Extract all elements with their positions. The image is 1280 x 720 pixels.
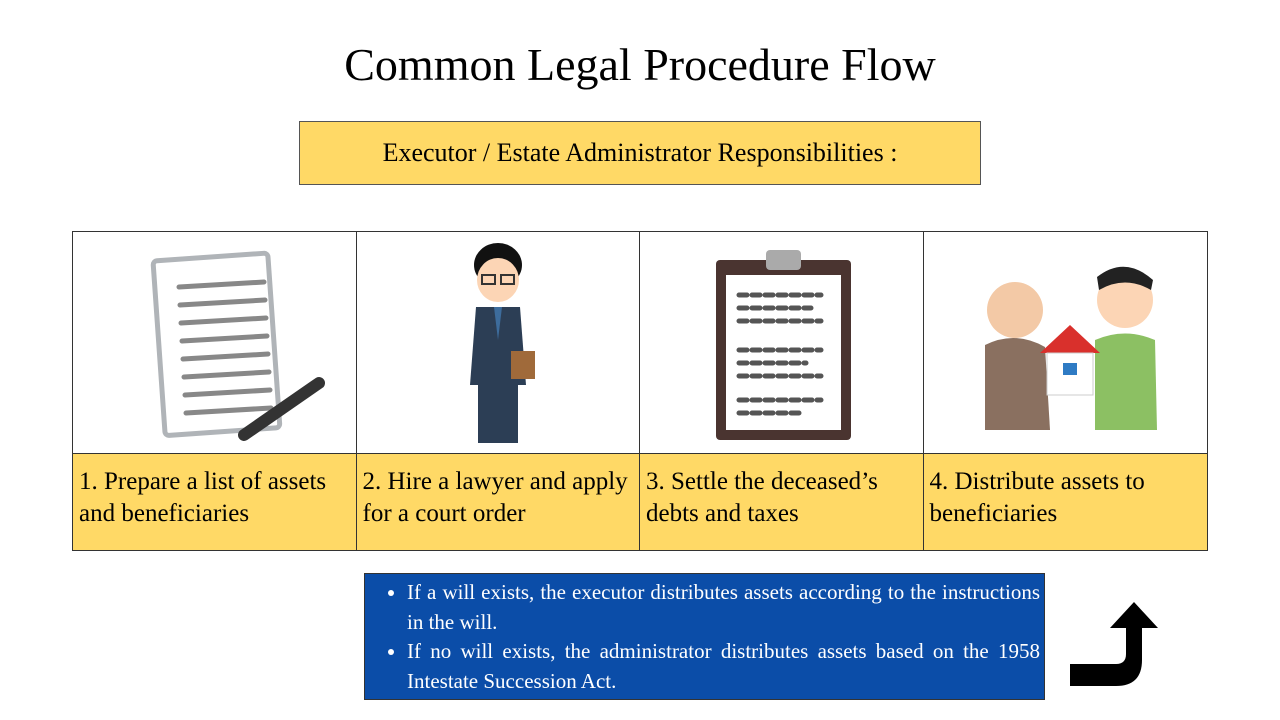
note-will-exists: If a will exists, the executor distribut… — [407, 578, 1040, 637]
step-2-image — [356, 232, 640, 454]
clipboard-icon — [716, 250, 852, 440]
step-3-label: 3. Settle the deceased’s debts and taxes — [640, 454, 924, 550]
procedure-steps-table: 1. Prepare a list of assets and benefici… — [72, 231, 1208, 551]
step-1-image — [73, 232, 357, 454]
note-no-will: If no will exists, the administrator dis… — [407, 637, 1040, 696]
subtitle-banner: Executor / Estate Administrator Responsi… — [299, 121, 981, 185]
page-title: Common Legal Procedure Flow — [344, 39, 936, 90]
step-2-label: 2. Hire a lawyer and apply for a court o… — [356, 454, 640, 550]
lawyer-icon — [469, 243, 535, 443]
step-4-label: 4. Distribute assets to beneficiaries — [923, 454, 1207, 550]
document-pen-icon — [151, 250, 326, 441]
house-handover-icon — [985, 266, 1158, 430]
step-1-label: 1. Prepare a list of assets and benefici… — [73, 454, 357, 550]
step-3-image — [640, 232, 924, 454]
curved-arrow-up-icon — [1070, 602, 1158, 686]
notes-box: If a will exists, the executor distribut… — [364, 573, 1045, 700]
step-4-image — [923, 232, 1207, 454]
